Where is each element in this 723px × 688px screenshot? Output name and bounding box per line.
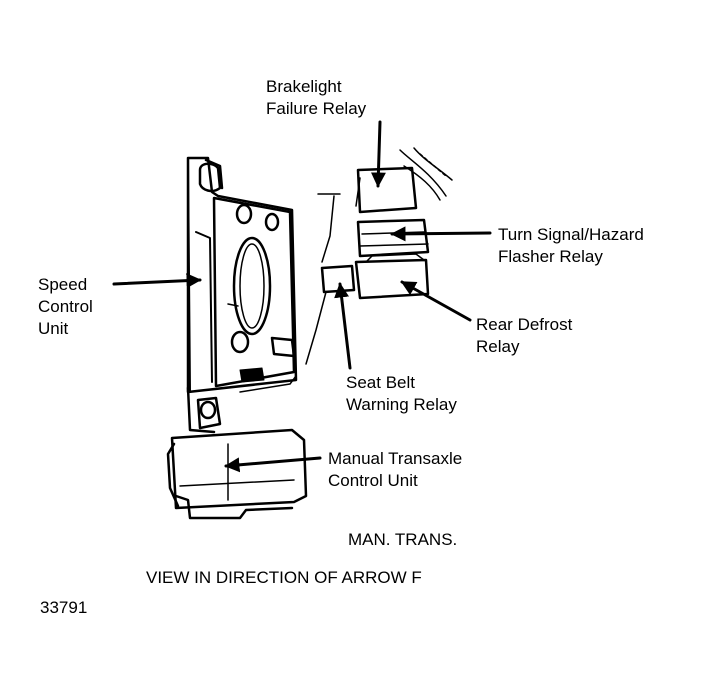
seat-belt-warning-relay bbox=[320, 264, 356, 294]
caption-man-trans: MAN. TRANS. bbox=[348, 530, 458, 549]
label-manual-transaxle-control-unit: Manual Transaxle Control Unit bbox=[328, 449, 463, 490]
label-brakelight-failure-relay: Brakelight Failure Relay bbox=[266, 77, 367, 118]
label-seat-belt-warning-relay: Seat Belt Warning Relay bbox=[346, 373, 457, 414]
mounting-bracket bbox=[186, 156, 298, 434]
arrow-brakelight bbox=[370, 120, 386, 188]
leader-arrows bbox=[112, 120, 492, 473]
arrow-speed-control bbox=[112, 273, 202, 289]
brakelight-failure-relay bbox=[355, 166, 418, 214]
speed-control-unit bbox=[198, 162, 296, 388]
arrow-rear-defrost bbox=[400, 280, 472, 322]
arrow-manual-transaxle bbox=[224, 456, 322, 473]
label-rear-defrost-relay: Rear Defrost Relay bbox=[476, 315, 573, 356]
turn-signal-flasher-relay bbox=[356, 218, 430, 258]
figure-number: 33791 bbox=[40, 598, 88, 617]
wiring-harness bbox=[305, 147, 453, 365]
manual-transaxle-control-unit bbox=[166, 428, 308, 520]
label-turn-signal-flasher-relay: Turn Signal/Hazard Flasher Relay bbox=[498, 225, 644, 266]
arrow-seat-belt bbox=[334, 282, 352, 370]
label-speed-control-unit: Speed Control Unit bbox=[38, 275, 93, 338]
bracket-connector bbox=[196, 396, 222, 430]
arrow-turn-signal bbox=[390, 226, 492, 242]
rear-defrost-relay bbox=[354, 253, 430, 300]
caption-view-direction: VIEW IN DIRECTION OF ARROW F bbox=[146, 568, 422, 587]
